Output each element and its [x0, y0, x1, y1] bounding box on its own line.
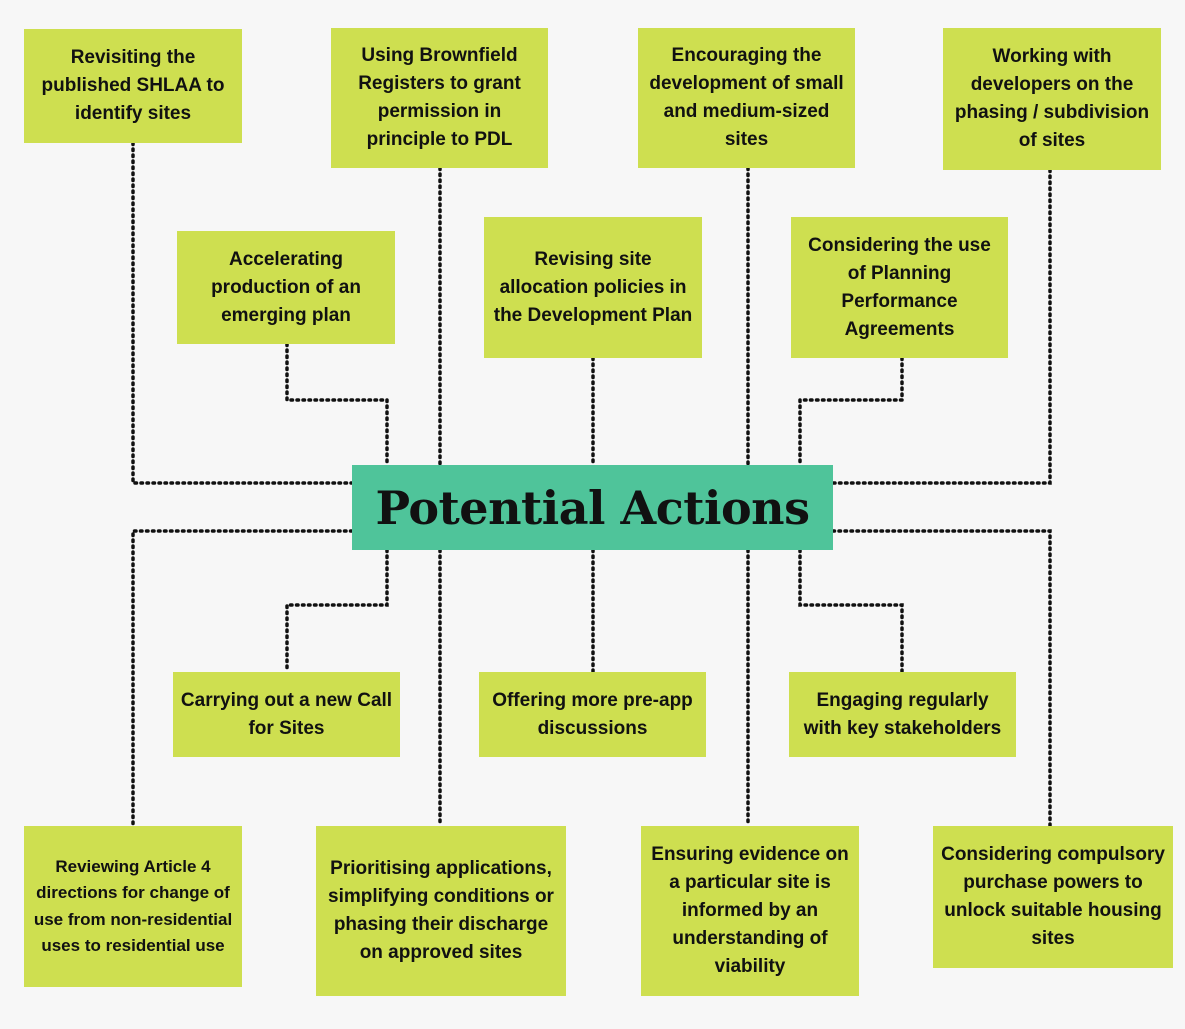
action-label: Ensuring evidence on a particular site i…	[651, 844, 849, 977]
action-label: Accelerating production of an emerging p…	[211, 248, 361, 326]
connector-cpo	[831, 529, 1052, 828]
connector-call-for-sites	[285, 548, 389, 674]
action-box: Engaging regularly with key stakeholders	[789, 672, 1016, 757]
connector-article4	[131, 529, 354, 828]
action-label: Using Brownfield Registers to grant perm…	[358, 45, 521, 150]
action-box: Carrying out a new Call for Sites	[173, 672, 400, 757]
action-label: Reviewing Article 4 directions for chang…	[33, 856, 233, 956]
connector-shlaa	[131, 141, 354, 485]
action-box: Accelerating production of an emerging p…	[177, 231, 395, 344]
connector-emerging-plan	[285, 342, 389, 467]
action-box: Prioritising applications, simplifying c…	[316, 826, 566, 996]
action-box: Offering more pre-app discussions	[479, 672, 706, 757]
action-label: Prioritising applications, simplifying c…	[328, 858, 554, 963]
action-label: Offering more pre-app discussions	[492, 689, 693, 739]
action-label: Carrying out a new Call for Sites	[180, 689, 393, 739]
action-box: Revisiting the published SHLAA to identi…	[24, 29, 242, 143]
central-node-label: Potential Actions	[375, 480, 810, 535]
action-label: Revising site allocation policies in the…	[493, 248, 693, 326]
action-box: Ensuring evidence on a particular site i…	[641, 826, 859, 996]
connector-developers	[831, 168, 1052, 485]
action-box: Working with developers on the phasing /…	[943, 28, 1161, 170]
action-box: Encouraging the development of small and…	[638, 28, 855, 168]
action-box: Reviewing Article 4 directions for chang…	[24, 826, 242, 987]
action-box: Considering the use of Planning Performa…	[791, 217, 1008, 358]
action-label: Considering compulsory purchase powers t…	[941, 844, 1165, 949]
action-label: Working with developers on the phasing /…	[954, 46, 1150, 151]
action-label: Encouraging the development of small and…	[649, 45, 844, 150]
action-box: Using Brownfield Registers to grant perm…	[331, 28, 548, 168]
action-box: Considering compulsory purchase powers t…	[933, 826, 1173, 968]
central-node: Potential Actions	[352, 465, 833, 550]
connector-ppa	[798, 356, 904, 467]
action-label: Engaging regularly with key stakeholders	[803, 689, 1002, 739]
action-label: Considering the use of Planning Performa…	[808, 234, 991, 340]
connector-stakeholders	[798, 548, 904, 674]
action-box: Revising site allocation policies in the…	[484, 217, 702, 358]
action-label: Revisiting the published SHLAA to identi…	[41, 47, 225, 124]
